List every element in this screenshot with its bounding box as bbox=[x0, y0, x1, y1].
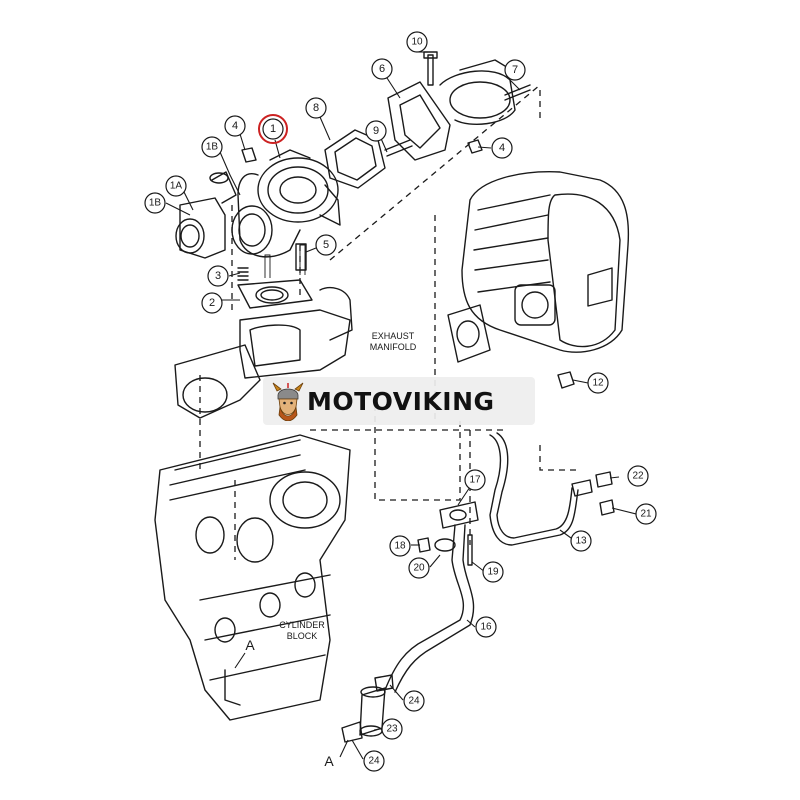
callout-7-text: 7 bbox=[512, 64, 518, 76]
reference-letter-a-top: A bbox=[245, 637, 255, 653]
callout-1-text: 1 bbox=[270, 123, 276, 135]
drain-tube-16 bbox=[384, 501, 479, 693]
callout-16-text: 16 bbox=[480, 622, 492, 633]
callout-8[interactable]: 8 bbox=[305, 97, 327, 119]
elbow-fitting bbox=[175, 171, 237, 259]
callouts: 1 1A 1B 1B 2 3 bbox=[144, 31, 657, 772]
callout-5[interactable]: 5 bbox=[315, 234, 337, 256]
callout-1[interactable]: 1 bbox=[258, 114, 288, 144]
callout-8-text: 8 bbox=[313, 102, 319, 114]
callout-1a-text: 1A bbox=[170, 181, 183, 192]
turbocharger bbox=[231, 149, 341, 258]
callout-9[interactable]: 9 bbox=[365, 120, 387, 142]
callout-24-lower-text: 24 bbox=[368, 756, 380, 767]
exhaust-manifold-label-2: MANIFOLD bbox=[370, 342, 417, 352]
muffler bbox=[461, 171, 630, 353]
guide-lines bbox=[199, 84, 580, 560]
callout-24-upper-text: 24 bbox=[408, 696, 420, 707]
callout-6-text: 6 bbox=[379, 63, 385, 75]
callout-4-top[interactable]: 4 bbox=[224, 115, 246, 137]
bolts-21-22 bbox=[595, 471, 615, 516]
callout-13-text: 13 bbox=[575, 536, 587, 547]
cylinder-block-label-2: BLOCK bbox=[287, 631, 318, 641]
callout-7[interactable]: 7 bbox=[504, 59, 526, 81]
callout-1b-top-text: 1B bbox=[206, 142, 219, 153]
callout-19-text: 19 bbox=[487, 567, 499, 578]
oil-line-13 bbox=[489, 432, 593, 546]
exhaust-manifold-label-1: EXHAUST bbox=[372, 331, 415, 341]
callout-2[interactable]: 2 bbox=[201, 292, 223, 314]
gasket-8 bbox=[324, 129, 386, 189]
text-labels: EXHAUST MANIFOLD CYLINDER BLOCK A A bbox=[245, 331, 416, 769]
callout-1b-left-text: 1B bbox=[149, 198, 162, 209]
reference-letter-a-bottom: A bbox=[324, 753, 334, 769]
callout-19[interactable]: 19 bbox=[482, 561, 504, 583]
callout-17[interactable]: 17 bbox=[464, 469, 486, 491]
callout-1b-left[interactable]: 1B bbox=[144, 192, 166, 214]
callout-10-text: 10 bbox=[411, 37, 423, 48]
exhaust-manifold-assembly bbox=[174, 244, 353, 419]
callout-16[interactable]: 16 bbox=[475, 616, 497, 638]
callout-17-text: 17 bbox=[469, 475, 481, 486]
callout-6[interactable]: 6 bbox=[371, 58, 393, 80]
callout-22-text: 22 bbox=[632, 471, 644, 482]
callout-12-text: 12 bbox=[592, 378, 604, 389]
callout-4-right-text: 4 bbox=[499, 142, 505, 154]
engine-block bbox=[154, 434, 351, 721]
callout-18[interactable]: 18 bbox=[389, 535, 411, 557]
callout-1b-top[interactable]: 1B bbox=[201, 136, 223, 158]
callout-4-right[interactable]: 4 bbox=[491, 137, 513, 159]
callout-3[interactable]: 3 bbox=[207, 265, 229, 287]
brand-watermark: MOTOVIKING bbox=[263, 377, 535, 425]
callout-2-text: 2 bbox=[209, 297, 215, 309]
callout-1-circle bbox=[262, 118, 284, 140]
callout-4-top-text: 4 bbox=[232, 120, 238, 132]
callout-13[interactable]: 13 bbox=[570, 530, 592, 552]
callout-20[interactable]: 20 bbox=[408, 557, 430, 579]
flange-gasket bbox=[447, 304, 491, 363]
callout-21-text: 21 bbox=[640, 509, 652, 520]
callout-24-lower[interactable]: 24 bbox=[363, 750, 385, 772]
callout-10[interactable]: 10 bbox=[406, 31, 428, 53]
callout-20-text: 20 bbox=[413, 563, 425, 574]
nuts bbox=[241, 139, 575, 389]
viking-head-logo-icon bbox=[272, 382, 304, 421]
callout-24-upper[interactable]: 24 bbox=[403, 690, 425, 712]
callout-1a[interactable]: 1A bbox=[165, 175, 187, 197]
cylinder-block-label-1: CYLINDER bbox=[279, 620, 325, 630]
callout-12[interactable]: 12 bbox=[587, 372, 609, 394]
callout-22[interactable]: 22 bbox=[627, 465, 649, 487]
callout-9-text: 9 bbox=[373, 125, 379, 137]
bolts-18-19-20 bbox=[417, 534, 473, 566]
callout-3-text: 3 bbox=[215, 270, 221, 282]
callout-23[interactable]: 23 bbox=[381, 718, 403, 740]
bolt-9 bbox=[384, 139, 413, 157]
callout-1-highlight-ring bbox=[258, 114, 288, 144]
callout-21[interactable]: 21 bbox=[635, 503, 657, 525]
callout-23-text: 23 bbox=[386, 724, 398, 735]
brand-name: MOTOVIKING bbox=[307, 386, 495, 416]
studs bbox=[237, 243, 307, 281]
callout-18-text: 18 bbox=[394, 541, 406, 552]
callout-5-text: 5 bbox=[323, 239, 329, 251]
